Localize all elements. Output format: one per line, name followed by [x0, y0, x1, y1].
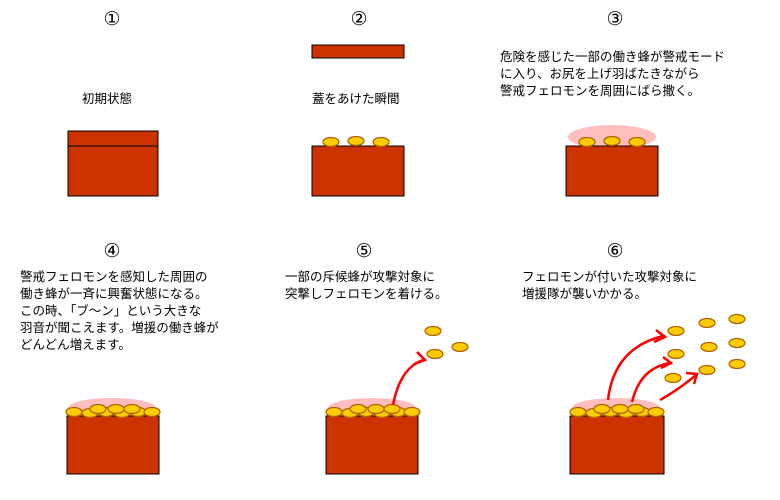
bee	[728, 358, 746, 370]
caption-line: 初期状態	[82, 91, 133, 106]
panel-3: ③ 危険を感じた一部の働き蜂が警戒モード に入り、お尻を上げ羽ばたきながら 警戒…	[500, 0, 780, 250]
bee	[593, 403, 611, 415]
bee-group	[322, 135, 390, 148]
bee	[728, 313, 746, 325]
bee	[728, 337, 746, 349]
bee	[611, 403, 629, 415]
bee	[451, 341, 469, 353]
bee	[123, 403, 141, 415]
scene-5	[325, 325, 469, 475]
caption-line: 増援隊が襲いかかる。	[522, 286, 648, 301]
bee	[367, 403, 385, 415]
bee	[372, 136, 390, 148]
bee	[143, 406, 161, 418]
bee	[603, 135, 621, 147]
caption-line: 蓋をあけた瞬間	[312, 91, 400, 106]
attack-arrow	[391, 358, 424, 406]
attack-arrow	[659, 374, 697, 402]
caption-line: に入り、お尻を上げ羽ばたきながら	[500, 66, 700, 81]
attack-arrow-head	[660, 356, 674, 370]
panel-1: ① 初期状態	[0, 0, 260, 250]
scene-6	[569, 313, 746, 475]
bee	[65, 406, 83, 418]
bee	[698, 317, 716, 329]
caption-line: 警戒フェロモンを感知した周囲の	[20, 269, 208, 284]
bee	[698, 364, 716, 376]
bee	[424, 325, 442, 337]
caption-line: この時、「ブ～ン」という大きな	[20, 303, 202, 318]
bee-group	[65, 403, 161, 419]
caption-line: フェロモンが付いた攻撃対象に	[522, 269, 698, 284]
bee	[667, 348, 685, 360]
scene-2	[311, 44, 405, 197]
step-number: ②	[350, 8, 368, 30]
hive-box	[66, 415, 160, 475]
bee	[578, 136, 596, 148]
step-number: ⑤	[355, 240, 373, 262]
scene-3	[565, 125, 659, 197]
step-number: ⑥	[606, 240, 624, 262]
bee	[627, 403, 645, 415]
bee	[107, 403, 125, 415]
hive-box	[565, 145, 659, 197]
bee	[664, 372, 682, 384]
caption-line: 羽音が聞こえます。増援の働き蜂が	[20, 320, 219, 335]
bee-group	[578, 135, 646, 148]
bee	[347, 135, 365, 147]
hive-box	[569, 415, 665, 475]
flying-bee-group	[664, 313, 746, 384]
attack-arrow	[630, 361, 671, 403]
hive-lid	[67, 130, 159, 147]
panel-2: ② 蓋をあけた瞬間	[260, 0, 520, 250]
caption-line: 危険を感じた一部の働き蜂が警戒モード	[500, 49, 726, 64]
bee	[667, 325, 685, 337]
bee-group	[569, 403, 665, 419]
scene-1	[67, 130, 159, 197]
step-number: ④	[103, 240, 121, 262]
scene-4	[65, 398, 161, 475]
bee-group	[325, 403, 421, 419]
attack-arrow-head	[413, 351, 428, 366]
panel-6: ⑥ フェロモンが付いた攻撃対象に 増援隊が襲いかかる。	[520, 240, 780, 490]
attack-arrow	[606, 334, 664, 401]
panel-4: ④ 警戒フェロモンを感知した周囲の 働き蜂が一斉に興奮状態になる。 この時、「ブ…	[0, 240, 260, 490]
flying-bee-group	[424, 325, 469, 360]
step-number: ③	[606, 8, 624, 30]
bee	[569, 406, 587, 418]
bee	[628, 136, 646, 148]
caption-line: 働き蜂が一斉に興奮状態になる。	[20, 286, 208, 301]
bee	[700, 341, 718, 353]
panel-5: ⑤ 一部の斥候蜂が攻撃対象に 突撃しフェロモンを着ける。	[260, 240, 520, 490]
bee	[426, 348, 444, 360]
step-number: ①	[103, 8, 121, 30]
bee	[349, 403, 367, 415]
bee	[383, 403, 401, 415]
caption-line: どんどん増えます。	[20, 337, 131, 352]
bee	[325, 406, 343, 418]
hive-box	[67, 145, 159, 197]
attack-arrow-head	[653, 329, 668, 344]
bee	[89, 403, 107, 415]
hive-box	[325, 415, 419, 475]
caption-line: 警戒フェロモンを周囲にばら撒く。	[500, 83, 701, 98]
caption-line: 突撃しフェロモンを着ける。	[285, 286, 448, 301]
hive-lid	[311, 44, 405, 59]
hive-box	[311, 145, 405, 197]
attack-arrow-head	[685, 371, 699, 385]
caption-line: 一部の斥候蜂が攻撃対象に	[285, 269, 436, 284]
bee	[647, 406, 665, 418]
bee	[322, 136, 340, 148]
bee	[403, 406, 421, 418]
